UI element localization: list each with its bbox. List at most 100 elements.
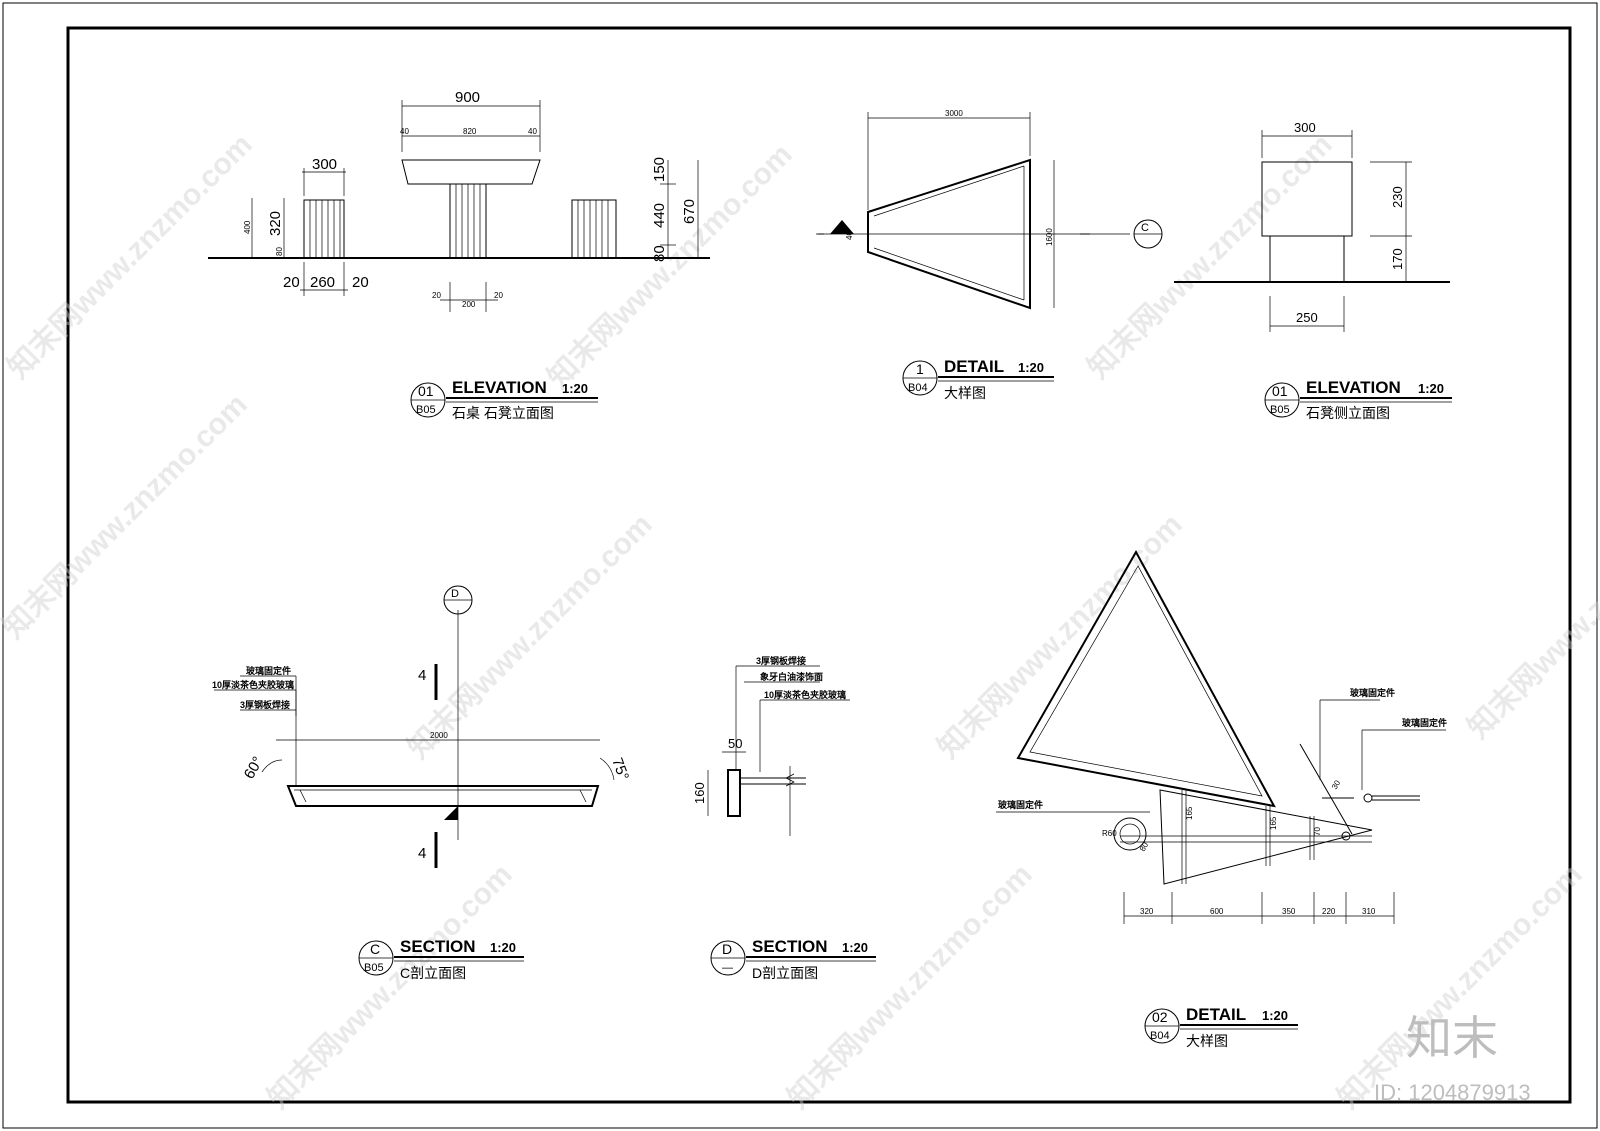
note-steel-3: 3厚钢板焊接 [756, 655, 806, 666]
dim-det2-s1: 165 [1185, 806, 1194, 820]
note-glass-fix: 玻璃固定件 [1402, 717, 1447, 728]
title-section-d: D — SECTION 1:20 D剖立面图 [710, 937, 876, 981]
bubble-bottom: — [722, 962, 733, 974]
title-elevation-table: 01 B05 ELEVATION 1:20 石桌 石凳立面图 [410, 378, 598, 421]
dim-table-h3: 80 [651, 245, 668, 262]
view-heading: DETAIL [1186, 1005, 1246, 1024]
dim-table-edge-right: 40 [528, 127, 537, 136]
note-glass-fix: 玻璃固定件 [1350, 687, 1395, 698]
view-heading: ELEVATION [452, 378, 547, 397]
dim-side-base: 250 [1296, 310, 1318, 325]
bubble-bottom: B05 [1270, 404, 1290, 416]
view-subtitle: 大样图 [1186, 1033, 1228, 1049]
bubble-top: D [722, 941, 732, 957]
dim-det2-r: R60 [1102, 829, 1117, 838]
dim-sec-c-len: 2000 [430, 731, 448, 740]
note-glass-fix: 玻璃固定件 [998, 799, 1043, 810]
dim-seat-side-right: 20 [352, 274, 369, 291]
dim-det2-220: 220 [1322, 907, 1336, 916]
cut-mark-bottom: 4 [418, 845, 426, 862]
dim-side-h1: 230 [1390, 186, 1405, 208]
bubble-top: C [370, 941, 380, 957]
dim-seat-base: 80 [275, 247, 284, 256]
watermark-text: 知末网www.znzmo.com [542, 138, 799, 395]
dim-det2-350: 350 [1282, 907, 1296, 916]
note-glass-10: 10厚淡茶色夹胶玻璃 [764, 689, 846, 700]
dim-table-total: 670 [681, 199, 698, 224]
title-section-c: C B05 SECTION 1:20 C剖立面图 [358, 937, 524, 981]
section-ref-d: D [451, 588, 459, 600]
watermark-text: 知末网www.znzmo.com [402, 508, 659, 765]
view-detail-1: 3000 1600 40 C [816, 109, 1163, 310]
title-elevation-side: 01 B05 ELEVATION 1:20 石凳侧立面图 [1264, 378, 1452, 421]
watermark-text: 知末网www.znzmo.com [1082, 128, 1339, 385]
dim-detail-width: 3000 [945, 109, 963, 118]
watermark-text: 知末网www.znzmo.com [1332, 858, 1589, 1115]
dim-det2-320: 320 [1140, 907, 1154, 916]
view-heading: ELEVATION [1306, 378, 1401, 397]
dim-side-top: 300 [1294, 120, 1316, 135]
dim-det2-s4: 30 [1330, 778, 1343, 791]
bubble-top: 01 [418, 383, 434, 399]
view-section-d: 3厚钢板焊接 象牙白油漆饰面 10厚淡茶色夹胶玻璃 50 160 [692, 655, 850, 836]
dim-detail-small: 40 [845, 231, 854, 240]
dim-leg-core: 200 [462, 300, 476, 309]
dim-seat-width: 300 [312, 156, 337, 173]
note-glass-fix: 玻璃固定件 [246, 665, 291, 676]
dim-det2-s3: 70 [1313, 827, 1322, 836]
cut-mark-top: 4 [418, 667, 426, 684]
bubble-bottom: B05 [416, 404, 436, 416]
view-subtitle: 石凳侧立面图 [1306, 405, 1390, 421]
watermark-text: 知末网www.znzmo.com [932, 508, 1189, 765]
bubble-top: 01 [1272, 383, 1288, 399]
watermark-text: 知末网www.znzmo.com [2, 128, 259, 385]
view-heading: SECTION [752, 937, 828, 956]
view-subtitle: 石桌 石凳立面图 [452, 405, 554, 421]
dim-leg-side-left: 20 [432, 291, 441, 300]
dim-table-edge-left: 40 [400, 127, 409, 136]
view-subtitle: 大样图 [944, 385, 986, 401]
watermark-text: 知末网www.znzmo.com [1462, 488, 1600, 745]
brand-logo: 知末 [1406, 1012, 1498, 1064]
drawing-id: ID: 1204879913 [1374, 1080, 1531, 1105]
view-scale: 1:20 [1018, 360, 1044, 375]
dim-sec-c-angle-left: 60° [241, 754, 267, 782]
dim-table-h2: 440 [651, 203, 668, 228]
section-ref-c: C [1141, 222, 1149, 234]
watermark-text: 知末网www.znzmo.com [0, 388, 254, 645]
dim-table-inner: 820 [463, 127, 477, 136]
view-heading: SECTION [400, 937, 476, 956]
watermark-text: 知末网www.znzmo.com [782, 858, 1039, 1115]
dim-seat-side-left: 20 [283, 274, 300, 291]
view-scale: 1:20 [562, 381, 588, 396]
view-scale: 1:20 [490, 940, 516, 955]
dim-seat-height: 320 [267, 211, 284, 236]
bubble-top: 02 [1152, 1009, 1168, 1025]
dim-det2-600: 600 [1210, 907, 1224, 916]
inner-border [66, 26, 1572, 1104]
bubble-top: 1 [916, 361, 924, 377]
bubble-bottom: B04 [908, 382, 928, 394]
dim-detail-height: 1600 [1045, 228, 1054, 246]
view-elevation-side: 300 230 170 250 [1174, 120, 1450, 332]
dim-table-width: 900 [455, 89, 480, 106]
dim-seat-core: 260 [310, 274, 335, 291]
title-detail-2: 02 B04 DETAIL 1:20 大样图 [1144, 1005, 1298, 1049]
dim-sec-c-angle-right: 75° [608, 756, 632, 783]
bubble-bottom: B05 [364, 962, 384, 974]
view-subtitle: D剖立面图 [752, 965, 818, 981]
note-steel-3: 3厚钢板焊接 [240, 699, 290, 710]
view-elevation-table: 900 820 40 40 300 320 400 80 20 260 20 1… [208, 89, 710, 312]
bubble-bottom: B04 [1150, 1030, 1170, 1042]
dim-seat-total: 400 [243, 220, 252, 234]
view-scale: 1:20 [1262, 1008, 1288, 1023]
watermark-text: 知末网www.znzmo.com [262, 858, 519, 1115]
view-subtitle: C剖立面图 [400, 965, 466, 981]
dim-leg-side-right: 20 [494, 291, 503, 300]
dim-side-h2: 170 [1390, 248, 1405, 270]
dim-det2-s2: 165 [1269, 816, 1278, 830]
view-scale: 1:20 [842, 940, 868, 955]
dim-sec-d-w: 50 [728, 736, 742, 751]
